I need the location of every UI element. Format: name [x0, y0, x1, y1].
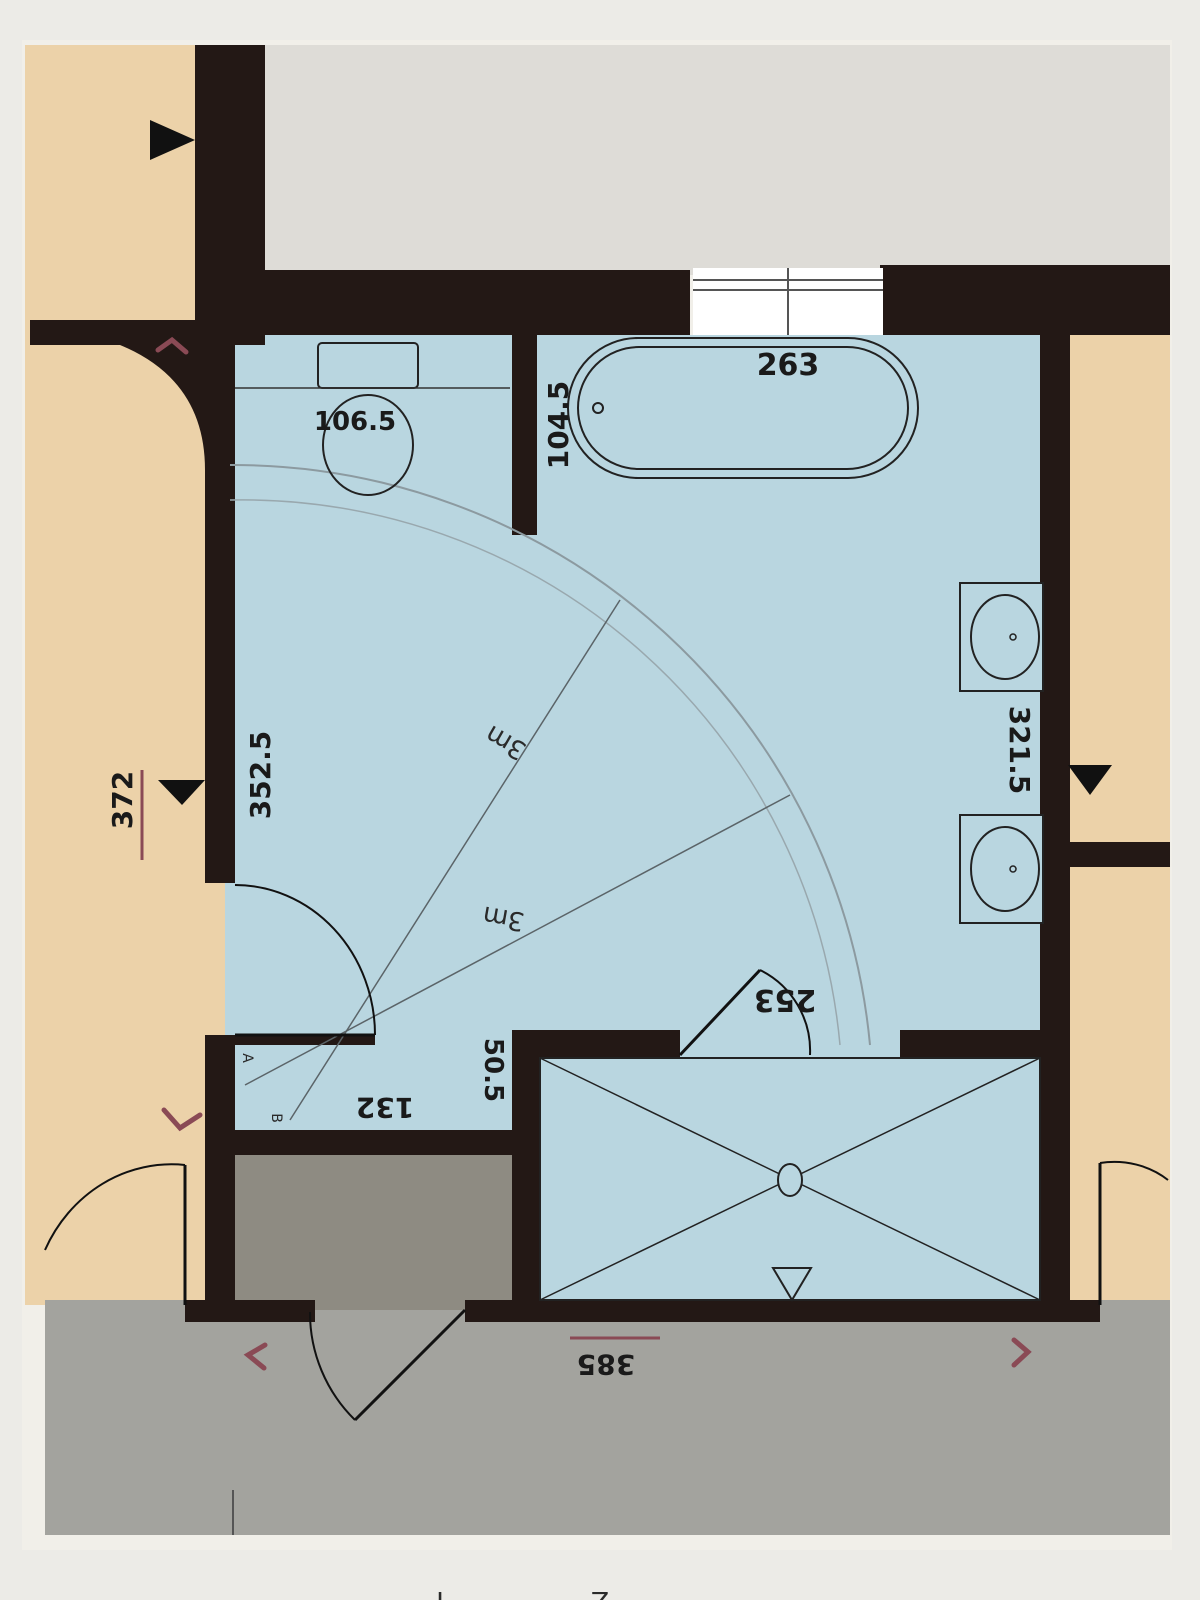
- radius-line-a: [244, 794, 791, 1086]
- dim-bottom: 385: [577, 1348, 635, 1381]
- radius-line-b: [289, 599, 621, 1121]
- point-a-label: A: [239, 1053, 255, 1063]
- bathtub: [567, 337, 919, 479]
- section-marker-right: [1068, 765, 1112, 795]
- dim-shower-gap: 50.5: [478, 1038, 508, 1102]
- closet-area: [230, 1145, 530, 1310]
- top-outside-area: [260, 45, 1170, 275]
- hallway-area: [45, 1300, 1170, 1535]
- walls: [30, 45, 1170, 1322]
- left-door: [44, 1163, 187, 1305]
- sink-upper: [959, 582, 1044, 692]
- wall-corner-curve: [120, 345, 205, 470]
- dim-radius-b: 3m: [480, 899, 526, 936]
- section-marker-left: [158, 780, 205, 805]
- page-mark-right: Z: [591, 1585, 609, 1600]
- right-door: [1098, 1160, 1169, 1305]
- shower-door: [678, 968, 812, 1057]
- dim-left-wall: 352.5: [244, 731, 277, 820]
- swing-arc-inner: [229, 499, 841, 1046]
- dim-bath: 263: [757, 348, 820, 383]
- point-b-label: B: [268, 1113, 284, 1123]
- red-chevrons: [155, 336, 1032, 1371]
- dim-right-wall: 321.5: [1003, 706, 1036, 795]
- left-outside-area: [25, 45, 225, 1305]
- dim-partition: 104.5: [542, 381, 575, 470]
- page-mark-left: I: [436, 1585, 444, 1600]
- dim-outer-left: 372: [106, 771, 139, 829]
- sink-lower: [959, 814, 1044, 924]
- window: [693, 268, 883, 335]
- shower: [539, 1057, 1041, 1302]
- toilet: [235, 342, 510, 496]
- dim-shower-door: 253: [754, 982, 817, 1017]
- dim-toilet: 106.5: [314, 407, 396, 437]
- section-marker-top-left: [150, 120, 195, 160]
- bathroom-door: [234, 884, 376, 1037]
- swing-arc: [229, 463, 871, 1046]
- closet-door: [308, 1308, 467, 1422]
- dim-hall-gap: 132: [356, 1091, 414, 1124]
